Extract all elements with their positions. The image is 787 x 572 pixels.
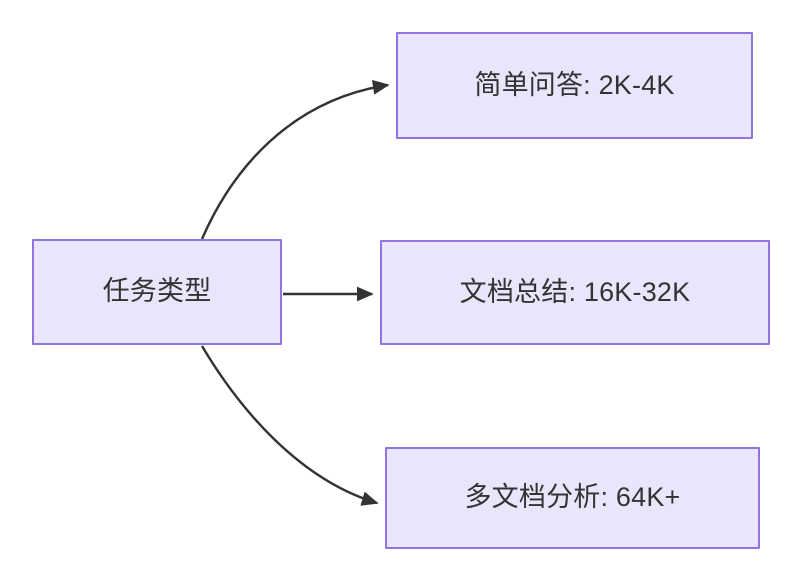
node-doc-summary-label: 文档总结: 16K-32K xyxy=(459,276,691,307)
node-simple-qa[interactable]: 简单问答: 2K-4K xyxy=(396,32,753,139)
edge-root-to-simple-qa xyxy=(200,79,390,240)
node-task-type[interactable]: 任务类型 xyxy=(32,239,282,345)
node-doc-summary[interactable]: 文档总结: 16K-32K xyxy=(380,240,770,345)
node-multi-doc[interactable]: 多文档分析: 64K+ xyxy=(385,447,760,549)
node-task-type-label: 任务类型 xyxy=(102,276,212,307)
edge-root-to-multi-doc xyxy=(200,345,379,506)
node-multi-doc-label: 多文档分析: 64K+ xyxy=(464,482,681,513)
node-simple-qa-label: 简单问答: 2K-4K xyxy=(474,69,675,100)
